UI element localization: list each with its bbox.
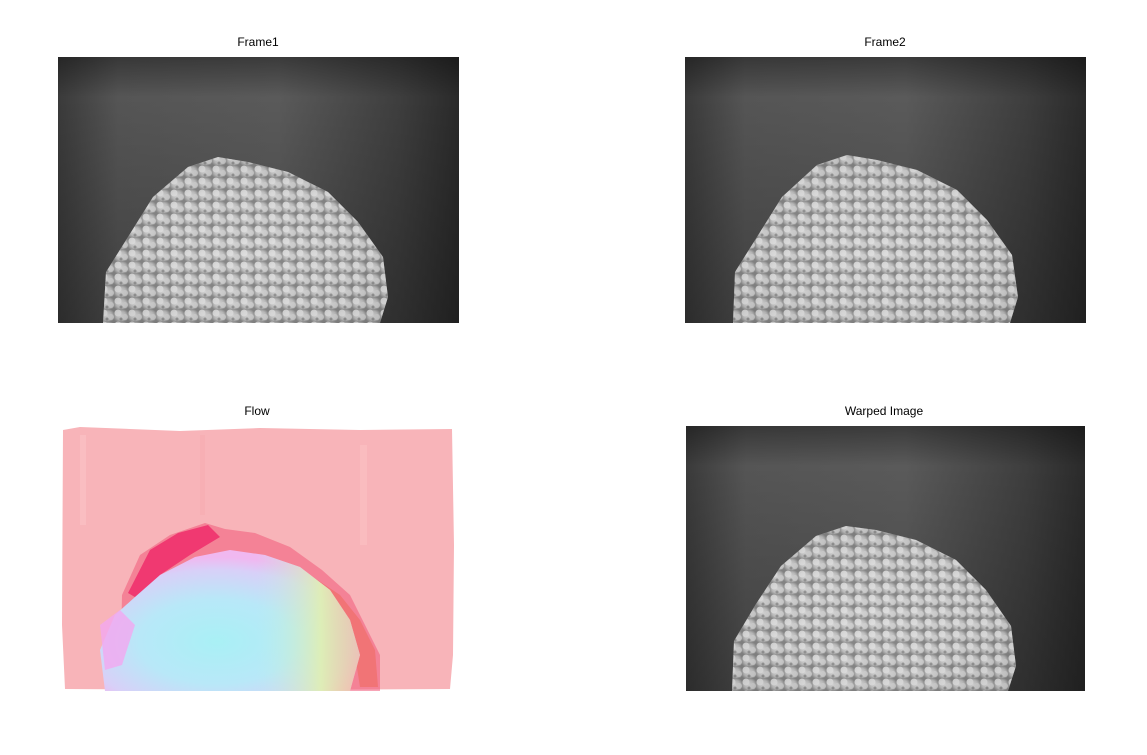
frame1-title: Frame1: [237, 35, 279, 49]
warped-image: [686, 426, 1085, 691]
frame1-image: [58, 57, 459, 323]
frame2-image: [685, 57, 1086, 323]
flow-title: Flow: [244, 404, 270, 418]
warped-image-title: Warped Image: [844, 404, 924, 418]
flow-image: [60, 425, 455, 691]
frame2-title: Frame2: [864, 35, 906, 49]
